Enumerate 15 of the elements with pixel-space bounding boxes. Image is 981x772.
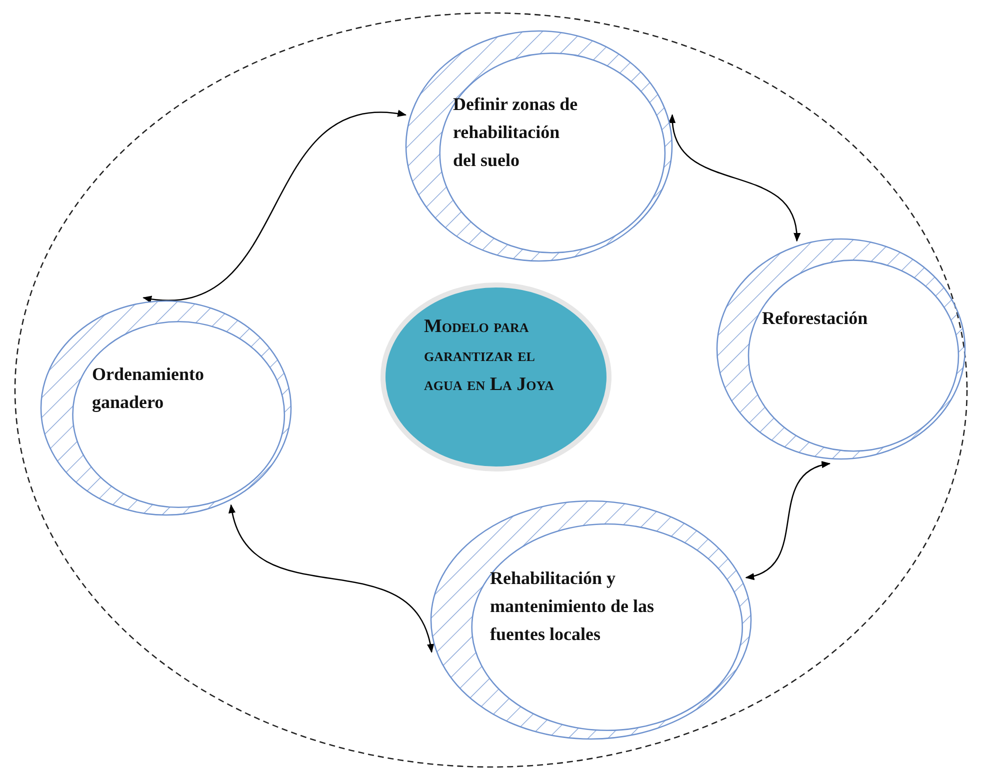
node-label: Rehabilitación y mantenimiento de las fuentes locales [490,567,655,646]
curved-arrow [670,114,800,242]
hatched-ellipse [430,500,752,740]
curved-arrow [142,110,407,302]
center-ellipse [380,282,612,472]
dashed-ellipse [14,12,968,768]
hatched-ellipse [40,300,292,516]
node-label: Ordenamiento ganadero [92,363,205,414]
curved-arrow [745,462,831,579]
hatched-ellipse [405,30,673,262]
node-label: Reforestación [762,307,869,330]
node-label: Definir zonas de rehabilitación del suelo [453,93,578,172]
curved-arrow [230,504,433,653]
hatched-ellipse [716,238,966,460]
center-title: Modelo para garantizar el agua en La Joya [424,315,555,397]
